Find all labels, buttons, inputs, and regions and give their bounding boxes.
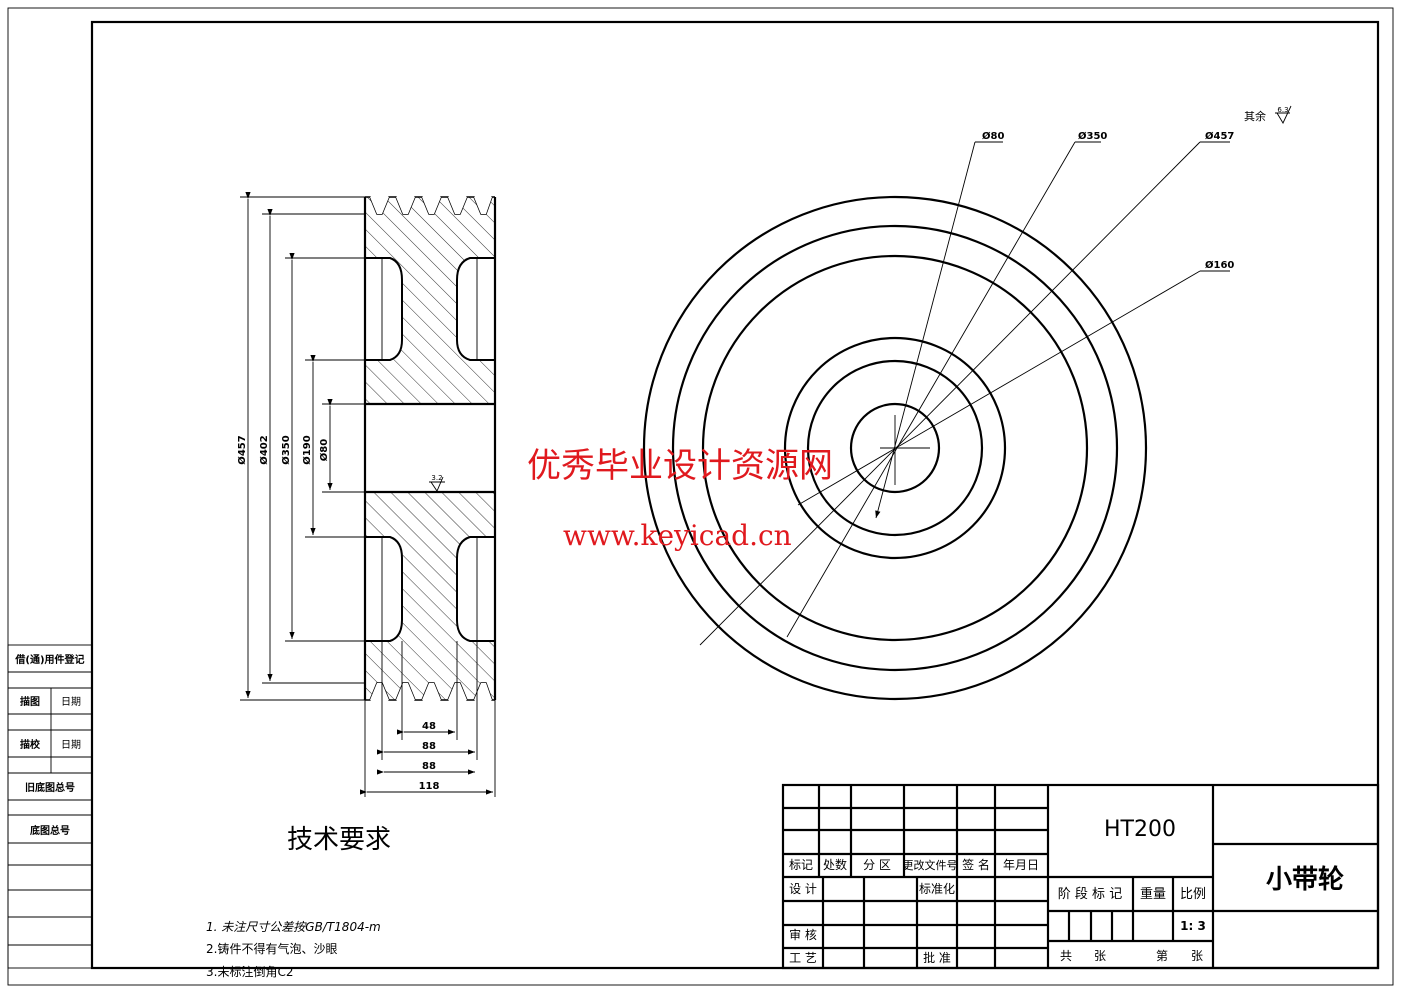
header-change-doc: 更改文件号 bbox=[903, 858, 958, 872]
design-label: 设 计 bbox=[789, 882, 817, 896]
sheet-number-label: 第 bbox=[1156, 949, 1168, 963]
approve-label: 批 准 bbox=[923, 950, 951, 965]
date-label: 日期 bbox=[61, 739, 81, 751]
leader-label-d80: Ø80 bbox=[982, 130, 1004, 142]
trace-label: 描图 bbox=[20, 695, 40, 708]
material: HT200 bbox=[1104, 817, 1176, 842]
front-view: Ø80 Ø350 Ø457 Ø160 其余 6.3 bbox=[642, 105, 1292, 701]
stage-mark-label: 阶 段 标 记 bbox=[1058, 887, 1122, 902]
standardization-label: 标准化 bbox=[919, 882, 955, 896]
header-mark: 标记 bbox=[789, 858, 813, 872]
borrow-register-label: 借(通)用件登记 bbox=[14, 653, 84, 666]
dim-diameter-457: Ø457 bbox=[236, 435, 248, 464]
roughness-other-value: 6.3 bbox=[1277, 106, 1288, 114]
drawing-frame bbox=[90, 20, 1380, 970]
left-register-table: 借(通)用件登记 描图 日期 描校 日期 旧底图总号 底图总号 bbox=[7, 644, 93, 969]
tech-req-item: 2.铸件不得有气泡、沙眼 bbox=[206, 941, 337, 956]
dim-diameter-190: Ø190 bbox=[301, 435, 313, 464]
watermark-url: www.keyicad.cn bbox=[563, 519, 792, 552]
dim-width-48: 48 bbox=[422, 721, 436, 732]
part-name: 小带轮 bbox=[1266, 865, 1344, 895]
scale-value: 1: 3 bbox=[1180, 919, 1206, 933]
dim-diameter-80: Ø80 bbox=[318, 439, 330, 461]
process-label: 工 艺 bbox=[789, 951, 817, 965]
trace-check-label: 描校 bbox=[20, 738, 41, 751]
dim-diameter-402: Ø402 bbox=[258, 435, 270, 464]
header-zone: 分 区 bbox=[863, 858, 891, 872]
base-number-label: 底图总号 bbox=[30, 824, 70, 837]
dim-width-88: 88 bbox=[422, 741, 436, 752]
dim-width-88b: 88 bbox=[422, 761, 436, 772]
dim-width-118: 118 bbox=[419, 781, 440, 792]
tech-req-title: 技术要求 bbox=[287, 825, 391, 855]
roughness-value: 3.2 bbox=[431, 474, 442, 482]
tech-req-item: 1. 未注尺寸公差按GB/T1804-m bbox=[206, 920, 381, 934]
old-base-number-label: 旧底图总号 bbox=[25, 781, 75, 794]
header-count: 处数 bbox=[823, 857, 847, 872]
leader-label-d160: Ø160 bbox=[1205, 259, 1234, 271]
roughness-other-label: 其余 bbox=[1244, 109, 1266, 123]
total-label: 共 bbox=[1060, 949, 1072, 963]
header-date: 年月日 bbox=[1003, 858, 1039, 872]
watermark-title: 优秀毕业设计资源网 bbox=[527, 446, 833, 486]
title-block: 标记 处数 分 区 更改文件号 签 名 年月日 设 计 标准化 审 核 工 艺 … bbox=[781, 783, 1380, 970]
sheets-label: 张 bbox=[1094, 949, 1106, 963]
leader-label-d457: Ø457 bbox=[1205, 130, 1234, 142]
roughness-other-symbol-icon: 6.3 bbox=[1275, 105, 1292, 124]
tech-req-item: 3.未标注倒角C2 bbox=[206, 964, 293, 979]
leader-label-d350: Ø350 bbox=[1078, 130, 1107, 142]
scale-label: 比例 bbox=[1180, 887, 1206, 902]
sheets-label: 张 bbox=[1191, 949, 1203, 963]
weight-label: 重量 bbox=[1140, 886, 1166, 902]
header-signature: 签 名 bbox=[962, 857, 990, 872]
roughness-symbol-icon: 3.2 bbox=[429, 474, 445, 492]
sheet-border bbox=[7, 7, 1394, 986]
date-label: 日期 bbox=[61, 696, 81, 708]
dim-diameter-350: Ø350 bbox=[280, 435, 292, 464]
review-label: 审 核 bbox=[789, 927, 817, 942]
section-view: Ø457 Ø402 Ø350 Ø190 Ø80 48 88 88 118 3.2 bbox=[236, 191, 497, 797]
technical-requirements: 技术要求 1. 未注尺寸公差按GB/T1804-m 2.铸件不得有气泡、沙眼 3… bbox=[206, 825, 391, 979]
